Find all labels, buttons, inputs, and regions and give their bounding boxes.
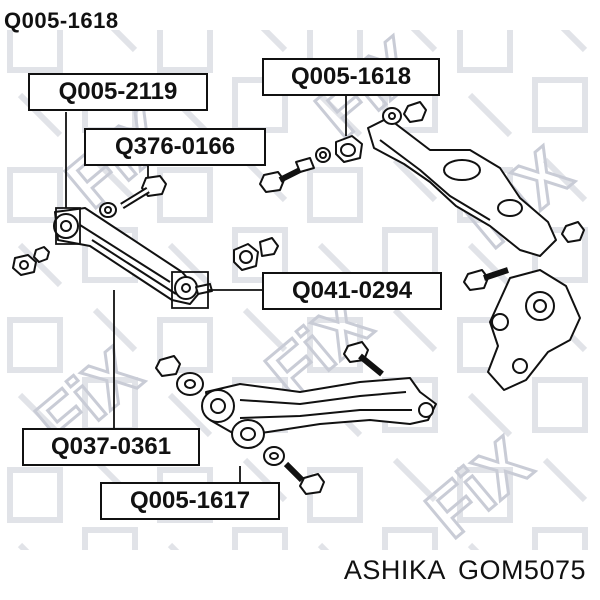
bolt-upper-mid — [259, 167, 302, 193]
callout-q041-0294: Q041-0294 — [262, 272, 442, 310]
callout-q005-2119: Q005-2119 — [28, 73, 208, 111]
nut-lower-top — [155, 355, 181, 377]
steering-knuckle — [487, 269, 581, 391]
lower-control-arm — [205, 377, 437, 437]
brand-name: ASHIKA — [343, 555, 446, 585]
callout-q037-0361: Q037-0361 — [22, 428, 200, 466]
nut-left — [12, 254, 37, 276]
bushing-upper — [295, 135, 363, 173]
bushing-lower-right — [231, 419, 285, 466]
trailing-arm-upper — [367, 117, 557, 257]
nut-right — [561, 221, 585, 243]
bolt-knuckle — [463, 267, 509, 291]
parts-drawing — [12, 101, 585, 495]
leader-lines — [55, 88, 347, 484]
callout-q005-1617: Q005-1617 — [100, 482, 280, 520]
nut-left-2 — [33, 246, 50, 263]
bolt-lower-top — [343, 341, 384, 377]
bushing-center — [233, 237, 279, 271]
brand-part-number: GOM5075 — [457, 555, 586, 585]
bolt-upper-left — [99, 175, 167, 218]
callout-q376-0166: Q376-0166 — [84, 128, 266, 166]
brand-caption: ASHIKA GOM5075 — [344, 555, 586, 586]
bolt-lower — [283, 461, 325, 495]
callout-q005-1618: Q005-1618 — [262, 58, 440, 96]
page-title: Q005-1618 — [4, 8, 119, 33]
washer-top — [382, 101, 427, 125]
bushing-lower-left — [176, 372, 235, 423]
